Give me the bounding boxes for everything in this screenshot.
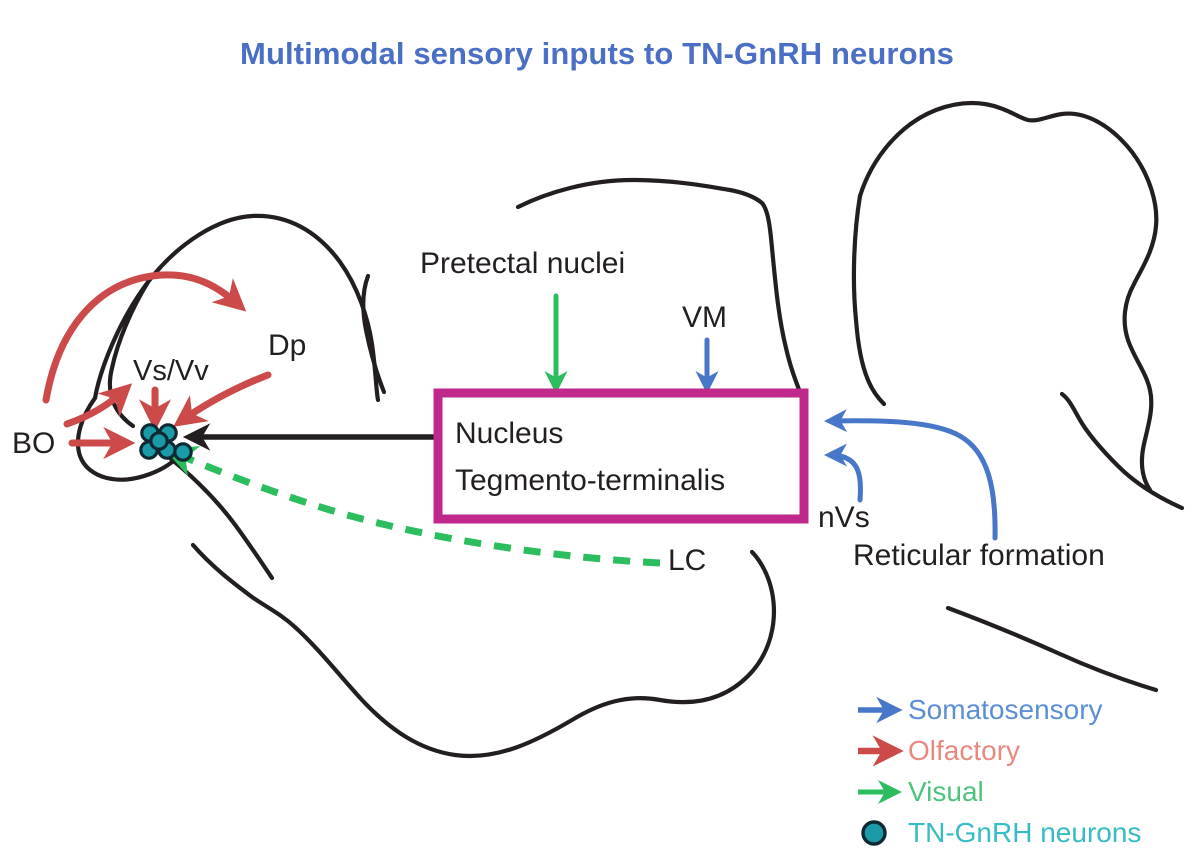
neuron-dot — [149, 431, 169, 451]
cerebellum-outline — [857, 100, 1159, 493]
label-bo: BO — [12, 427, 56, 460]
optic-tectum-outline — [515, 177, 803, 395]
olfactory-arrow-bo-to-vsvv — [63, 383, 133, 428]
label-nvs: nVs — [818, 501, 870, 534]
legend-label-somatosensory: Somatosensory — [908, 694, 1103, 725]
tectum-left-edge — [361, 273, 387, 395]
label-vm: VM — [682, 301, 727, 334]
nucleus-box-text: Nucleus Tegmento-terminalis — [455, 411, 725, 504]
spinal-cord-tail — [945, 605, 1159, 693]
visual-dashed-lc-to-tn — [164, 446, 661, 567]
legend-label-olfactory: Olfactory — [908, 735, 1021, 766]
tn-gnrh-neuron-cluster — [139, 423, 193, 462]
legend-tn-gnrh-dot-icon — [861, 820, 887, 846]
label-pretectal-nuclei: Pretectal nuclei — [420, 247, 626, 280]
label-vs-vv: Vs/Vv — [133, 355, 209, 387]
nucleus-box-line2: Tegmento-terminalis — [455, 463, 726, 497]
neuron-dot — [173, 442, 193, 462]
cerebellum-stalk — [851, 193, 887, 407]
somatosensory-arrow-nvs-to-box — [823, 443, 863, 503]
olfactory-arrow-bo-to-dp — [42, 271, 247, 404]
legend-label-visual: Visual — [908, 776, 984, 807]
somatosensory-arrow-reticular-to-box — [824, 409, 998, 541]
label-dp: Dp — [268, 329, 307, 362]
page-title: Multimodal sensory inputs to TN-GnRH neu… — [240, 36, 954, 71]
label-lc: LC — [668, 544, 707, 577]
olfactory-arrow-dp-to-tn — [173, 371, 272, 427]
label-reticular-formation: Reticular formation — [853, 539, 1105, 572]
nucleus-tegmento-terminalis-box — [433, 388, 809, 524]
legend-label-tn-gnrh-neurons: TN-GnRH neurons — [908, 817, 1142, 848]
posterior-tail-upper — [1059, 391, 1185, 511]
hindbrain-outline — [190, 542, 777, 759]
telencephalon-outline — [92, 213, 381, 403]
nucleus-box-line1: Nucleus — [455, 417, 564, 450]
